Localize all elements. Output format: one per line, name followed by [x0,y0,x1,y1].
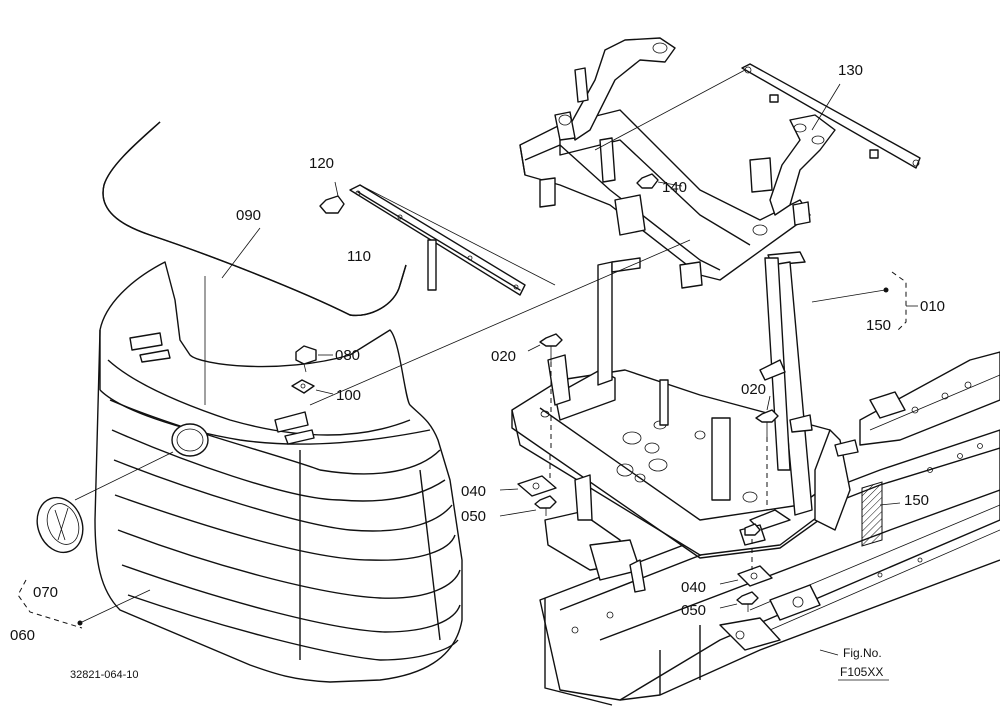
label-100: 100 [336,387,361,404]
plate-040-a [499,455,557,497]
label-010: 010 [920,298,945,315]
label-060: 060 [10,627,35,644]
upper-frame-010 [519,37,889,303]
chassis-frame [539,351,1000,706]
bar-130 [594,63,921,169]
emblem-070 [36,496,84,554]
label-plate-150 [861,481,883,547]
label-050-b: 050 [681,602,706,619]
label-040-b: 040 [681,579,706,596]
fig-number-caption: Fig.No. [843,646,882,660]
fig-number-value: F105XX [840,665,883,679]
label-080: 080 [335,347,360,364]
seal-090 [102,121,407,317]
drawing-code: 32821-064-10 [70,669,139,681]
label-070: 070 [33,584,58,601]
group-bracket-010 [891,271,918,333]
label-020-a: 020 [491,348,516,365]
bolt-020-b [755,395,779,510]
bracket-110 [349,184,556,296]
label-150-a: 150 [866,317,891,334]
bolt-050-a [499,495,557,517]
label-140: 140 [662,179,687,196]
bolt-050-b [719,591,759,612]
label-090: 090 [236,207,261,224]
label-020-b: 020 [741,381,766,398]
label-040-a: 040 [461,483,486,500]
label-130: 130 [838,62,863,79]
bolt-120 [319,181,345,214]
label-110: 110 [347,248,371,265]
label-050-a: 050 [461,508,486,525]
clip-080 [295,345,333,373]
bolt-020-a [527,333,563,450]
battery-tray [511,251,859,559]
label-150-b: 150 [904,492,929,509]
group-bracket-060 [17,579,83,629]
washer-100 [291,379,334,395]
label-120: 120 [309,155,334,172]
bolt-140 [636,173,683,189]
plate-040-b [719,523,773,587]
front-grille-060 [74,239,691,683]
